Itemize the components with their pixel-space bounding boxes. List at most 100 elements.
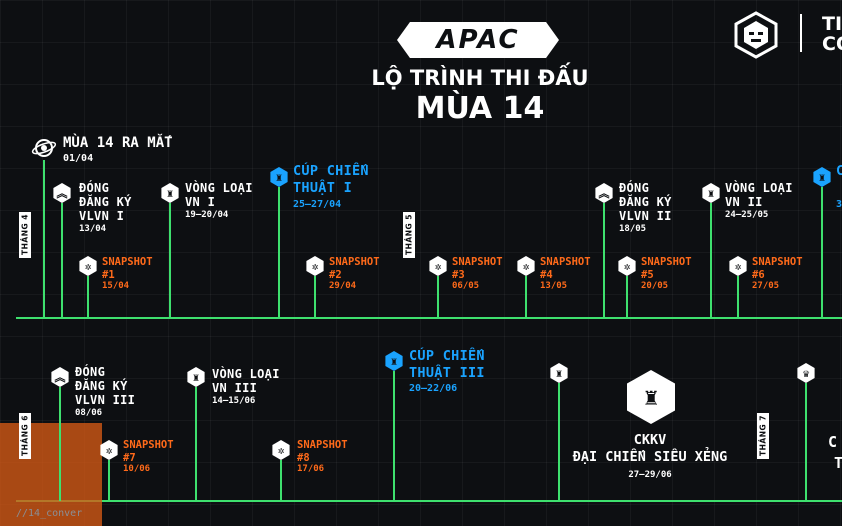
schedule-title: LỘ TRÌNH THI ĐẤU [371, 66, 589, 90]
snap8-l1: SNAPSHOT [297, 439, 348, 451]
trophy-icon: ♜ [550, 363, 568, 383]
cup-trophy-icon: ♜ [813, 167, 831, 187]
aperture-icon: ✲ [429, 256, 447, 276]
final-l1: C [828, 433, 838, 451]
snap3-label: SNAPSHOT#3 [452, 256, 503, 281]
chevron-up-icon: ︽ [595, 183, 613, 203]
snap1-l2: #1 [102, 268, 115, 281]
chevron-up-icon: ︽ [53, 183, 71, 203]
timeline-row-2 [16, 500, 842, 502]
snap7-l1: SNAPSHOT [123, 439, 174, 451]
planet-icon [31, 135, 57, 161]
qual3-date: 14–15/06 [212, 396, 256, 406]
snap2-date: 29/04 [329, 281, 357, 291]
reg1-label: ĐÓNG ĐĂNG KÝ VLVN I [79, 181, 132, 223]
snap1-l1: SNAPSHOT [102, 256, 153, 268]
reg3-l2: ĐĂNG KÝ [75, 379, 128, 393]
apac-logo-text: APAC [436, 25, 520, 55]
trophy-icon: ♜ [702, 183, 720, 203]
reg1-l2: ĐĂNG KÝ [79, 195, 132, 209]
aperture-icon: ✲ [618, 256, 636, 276]
crown-icon: ♛ [797, 363, 815, 383]
snap7-label: SNAPSHOT#7 [123, 439, 174, 464]
final-label: C T [828, 432, 842, 474]
aperture-icon: ✲ [79, 256, 97, 276]
timeline-row-1 [16, 317, 842, 319]
cup-trophy-icon: ♜ [270, 167, 288, 187]
month-label-5: THÁNG 5 [403, 212, 415, 258]
qual3-l2: VN III [212, 381, 258, 395]
trophy-icon: ♜ [187, 367, 205, 387]
cup1-l1: CÚP CHIẾN [293, 163, 369, 179]
reg2-line [603, 203, 605, 318]
snap6-date: 27/05 [752, 281, 780, 291]
ckkv-label: CKKV ĐẠI CHIẾN SIÊU XẺNG [560, 432, 740, 466]
snap6-label: SNAPSHOT#6 [752, 256, 803, 281]
cup3-l1: CÚP CHIẾN [409, 348, 485, 364]
ckkv-l2: ĐẠI CHIẾN SIÊU XẺNG [572, 449, 728, 465]
team-logo-icon [733, 11, 779, 59]
footer-code: //14_conver [16, 508, 83, 519]
selection-overlay[interactable] [0, 423, 102, 526]
snap4-label: SNAPSHOT#4 [540, 256, 591, 281]
qual3-l1: VÒNG LOẠI [212, 367, 280, 381]
header-divider [800, 14, 802, 52]
cup2-line [821, 187, 823, 318]
snap8-l2: #8 [297, 451, 310, 464]
qual1-line [169, 203, 171, 318]
final-line [805, 383, 807, 501]
aperture-icon: ✲ [100, 440, 118, 460]
season-title: MÙA 14 [415, 91, 545, 126]
snap5-date: 20/05 [641, 281, 669, 291]
aperture-icon: ✲ [729, 256, 747, 276]
chevron-up-icon: ︽ [51, 367, 69, 387]
snap3-date: 06/05 [452, 281, 480, 291]
qual2-l2: VN II [725, 195, 763, 209]
cup3-line [393, 371, 395, 501]
cup2-date: 3 [836, 199, 842, 210]
snap1-line [87, 276, 89, 318]
cup1-l2: THUẬT I [293, 180, 352, 196]
snap2-l2: #2 [329, 268, 342, 281]
qual2-l1: VÒNG LOẠI [725, 181, 793, 195]
snap2-l1: SNAPSHOT [329, 256, 380, 268]
snap8-label: SNAPSHOT#8 [297, 439, 348, 464]
snap3-l1: SNAPSHOT [452, 256, 503, 268]
cup2-label: C [836, 163, 842, 179]
cup3-date: 20–22/06 [409, 383, 458, 394]
corner-brand-text: TI CO [822, 14, 842, 54]
launch-line [43, 160, 45, 318]
aperture-icon: ✲ [272, 440, 290, 460]
cup1-date: 25–27/04 [293, 199, 342, 210]
snap2-label: SNAPSHOT#2 [329, 256, 380, 281]
snap5-l1: SNAPSHOT [641, 256, 692, 268]
snap4-date: 13/05 [540, 281, 568, 291]
month-label-7: THÁNG 7 [757, 413, 769, 459]
snap7-l2: #7 [123, 451, 136, 464]
reg2-date: 18/05 [619, 224, 647, 234]
snap3-line [437, 276, 439, 318]
month-label-4: THÁNG 4 [19, 212, 31, 258]
cup1-line [278, 187, 280, 318]
snap7-line [108, 460, 110, 501]
reg3-line [59, 387, 61, 501]
snap5-label: SNAPSHOT#5 [641, 256, 692, 281]
aperture-icon: ✲ [306, 256, 324, 276]
ckkv-line [558, 383, 560, 501]
snap2-line [314, 276, 316, 318]
qual2-date: 24–25/05 [725, 210, 769, 220]
reg1-l3: VLVN I [79, 209, 125, 223]
qual3-line [195, 387, 197, 501]
cup-trophy-icon: ♜ [385, 351, 403, 371]
snap4-l1: SNAPSHOT [540, 256, 591, 268]
reg3-date: 08/06 [75, 408, 103, 418]
ckkv-l1: CKKV [633, 432, 667, 448]
snap8-line [280, 460, 282, 501]
snap5-l2: #5 [641, 268, 654, 281]
